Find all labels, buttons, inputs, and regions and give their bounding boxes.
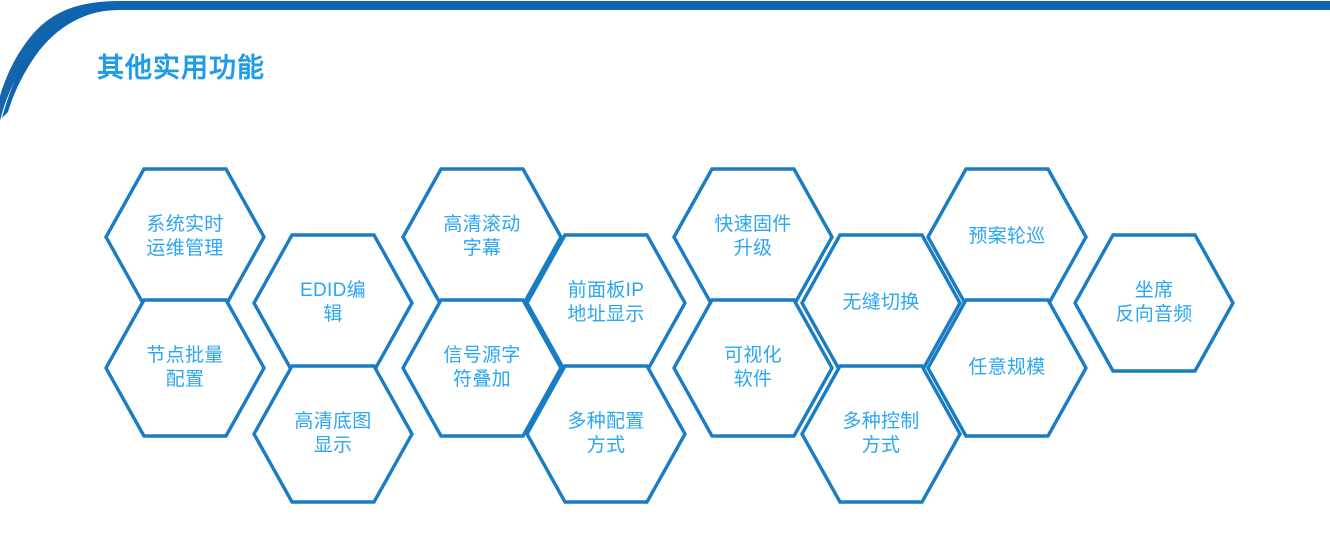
hex-label: 前面板IP 地址显示 <box>567 280 645 325</box>
hex-cell-source-char-overlay[interactable]: 信号源字 符叠加 <box>400 297 564 439</box>
hex-label: 信号源字 符叠加 <box>443 345 521 390</box>
hex-cell-system-realtime-ops[interactable]: 系统实时 运维管理 <box>103 166 267 308</box>
hex-label: 多种配置 方式 <box>567 411 645 456</box>
hex-cell-visualization-software[interactable]: 可视化 软件 <box>671 297 835 439</box>
hex-label: 预案轮巡 <box>968 226 1046 248</box>
hex-label: 快速固件 升级 <box>714 214 792 259</box>
hexagon-outline-icon <box>401 298 563 438</box>
hex-cell-seat-reverse-audio[interactable]: 坐席 反向音频 <box>1072 232 1236 374</box>
hex-cell-multi-control-mode[interactable]: 多种控制 方式 <box>799 363 963 505</box>
hex-cell-edid-edit[interactable]: EDID编 辑 <box>251 232 415 374</box>
hex-label: 系统实时 运维管理 <box>146 214 224 259</box>
hex-label: 可视化 软件 <box>724 345 782 390</box>
hexagon-outline-icon <box>525 364 687 504</box>
hex-label: 坐席 反向音频 <box>1115 280 1193 325</box>
hex-cell-preset-patrol[interactable]: 预案轮巡 <box>925 166 1089 308</box>
hexagon-outline-icon <box>926 298 1088 438</box>
hexagon-outline-icon <box>252 364 414 504</box>
page-title: 其他实用功能 <box>97 53 265 83</box>
hex-label: 高清滚动 字幕 <box>443 214 521 259</box>
hex-cell-arbitrary-scale[interactable]: 任意规模 <box>925 297 1089 439</box>
hex-cell-hd-basemap-display[interactable]: 高清底图 显示 <box>251 363 415 505</box>
hex-label: 高清底图 显示 <box>294 411 372 456</box>
hex-cell-node-batch-config[interactable]: 节点批量 配置 <box>103 297 267 439</box>
hex-cell-front-panel-ip[interactable]: 前面板IP 地址显示 <box>524 232 688 374</box>
hex-label: 无缝切换 <box>842 292 920 314</box>
hex-label: 任意规模 <box>968 357 1046 379</box>
hex-label: 节点批量 配置 <box>146 345 224 390</box>
hex-label: EDID编 辑 <box>300 280 366 325</box>
hexagon-outline-icon <box>672 298 834 438</box>
hexagon-outline-icon <box>800 364 962 504</box>
hexagon-outline-icon <box>1073 233 1235 373</box>
hexagon-outline-icon <box>104 298 266 438</box>
hex-cell-hd-scrolling-subtitle[interactable]: 高清滚动 字幕 <box>400 166 564 308</box>
hex-cell-multi-config-mode[interactable]: 多种配置 方式 <box>524 363 688 505</box>
hex-label: 多种控制 方式 <box>842 411 920 456</box>
